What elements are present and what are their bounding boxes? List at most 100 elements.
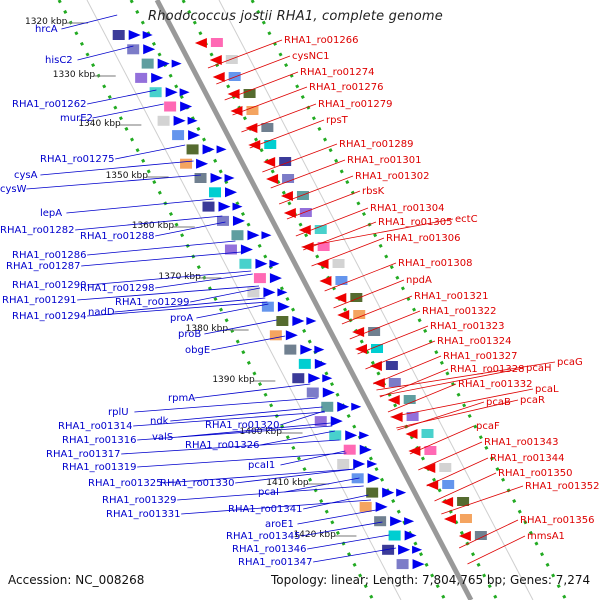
gene-block-left [164,101,177,112]
gene-label-right: RHA1_ro01306 [386,233,461,244]
leader-line-left [307,534,390,550]
gene-label-right: pcaG [557,357,583,368]
gene-label-right: pcaF [476,421,500,432]
gene-block-right [317,242,330,251]
gene-label-right: RHA1_ro01327 [443,351,518,362]
gene-block-right [261,123,274,132]
forward-arrow-icon [188,130,201,141]
gene-block-right [421,429,434,438]
leader-line-right [303,221,377,251]
leader-line-right [467,535,526,565]
leader-line-left [137,425,333,441]
reverse-arrow-icon [337,310,350,320]
orf-dotted-line-left [57,0,375,601]
gene-block-left [202,201,215,212]
gene-label-left: RHA1_ro01326 [185,440,260,451]
leader-line-right [207,39,283,69]
gene-label-right: RHA1_ro01324 [437,336,512,347]
forward-arrow-icon [292,316,305,326]
gene-label-left: murE2 [60,113,93,124]
leader-line-right [301,218,454,248]
forward-arrow-icon [143,44,156,55]
gene-block-right [210,38,223,47]
gene-label-left: RHA1_ro01286 [12,250,87,261]
gene-label-left: RHA1_ro01294 [12,311,87,322]
leader-line-left [190,287,261,303]
gene-label-left: RHA1_ro01316 [62,435,137,446]
genome-backbone [154,0,474,602]
leader-line-left [133,411,325,427]
leader-line-left [155,221,226,237]
gene-block-right [225,55,238,64]
gene-block-right [385,361,398,370]
leader-line-left [163,468,355,484]
forward-arrow-icon [232,202,243,211]
leader-line-left [115,144,186,160]
gene-label-left: RHA1_ro01341 [228,504,303,515]
forward-arrow-icon [300,344,313,355]
gene-block-left [292,373,305,384]
leader-line-left [87,240,236,256]
gene-label-left: RHA1_ro01345 [226,531,301,542]
leader-line-left [280,410,325,426]
gene-block-left [149,87,162,98]
forward-arrow-icon [322,387,335,398]
gene-label-left: RHA1_ro01290 [12,280,87,291]
forward-arrow-icon [404,530,417,541]
gene-label-right: npdA [406,275,432,286]
reverse-arrow-icon [441,497,454,507]
gene-label-left: RHA1_ro01314 [58,421,133,432]
forward-arrow-icon [269,259,280,268]
gene-label-left: valS [152,432,173,443]
gene-block-left [231,230,244,241]
leader-line-right [426,457,489,487]
leader-line-left [178,422,331,438]
gene-block-left [224,244,237,255]
leader-line-left [137,452,347,468]
gene-block-left [127,44,140,55]
gene-block-left [343,444,356,455]
forward-arrow-icon [151,72,164,83]
gene-block-left [216,215,229,226]
gene-label-right: RHA1_ro01323 [430,321,505,332]
leader-line-right [278,175,354,205]
tick-label: 1330 kbp [53,70,96,80]
gene-label-right: RHA1_ro01343 [484,437,559,448]
gene-label-right: RHA1_ro01321 [414,291,489,302]
reverse-arrow-icon [443,514,456,524]
gene-block-left [186,144,199,155]
gene-label-right: RHA1_ro01305 [378,217,453,228]
leader-line-left [170,406,323,422]
gene-block-right [388,378,401,387]
reverse-arrow-icon [319,276,332,286]
gene-block-left [374,516,387,527]
reverse-arrow-icon [408,446,421,456]
reverse-arrow-icon [266,174,279,184]
forward-arrow-icon [412,559,425,570]
leader-line-left [204,319,277,335]
gene-block-right [474,531,487,540]
forward-arrow-icon [277,301,290,312]
gene-label-left: rpmA [168,393,195,404]
gene-block-right [296,191,309,200]
reverse-arrow-icon [387,395,400,405]
leader-line-left [177,485,364,501]
reverse-arrow-icon [372,378,385,388]
leader-line-left [303,494,369,510]
gene-block-right [371,344,384,353]
gene-block-left [359,501,372,512]
forward-arrow-icon [202,144,215,155]
orf-dotted-line-far-right [250,0,568,601]
gene-block-right [457,497,470,506]
gene-label-right: pcaR [520,395,545,406]
gene-label-left: RHA1_ro01299 [115,297,190,308]
leader-line-right [232,86,308,116]
leader-line-left [114,297,266,313]
forward-arrow-icon [173,115,186,126]
forward-arrow-icon [255,258,268,269]
gene-label-left: RHA1_ro01325 [88,478,163,489]
gene-block-left [157,115,170,126]
gene-block-right [228,72,241,81]
gene-label-left: RHA1_ro01320 [205,420,280,431]
